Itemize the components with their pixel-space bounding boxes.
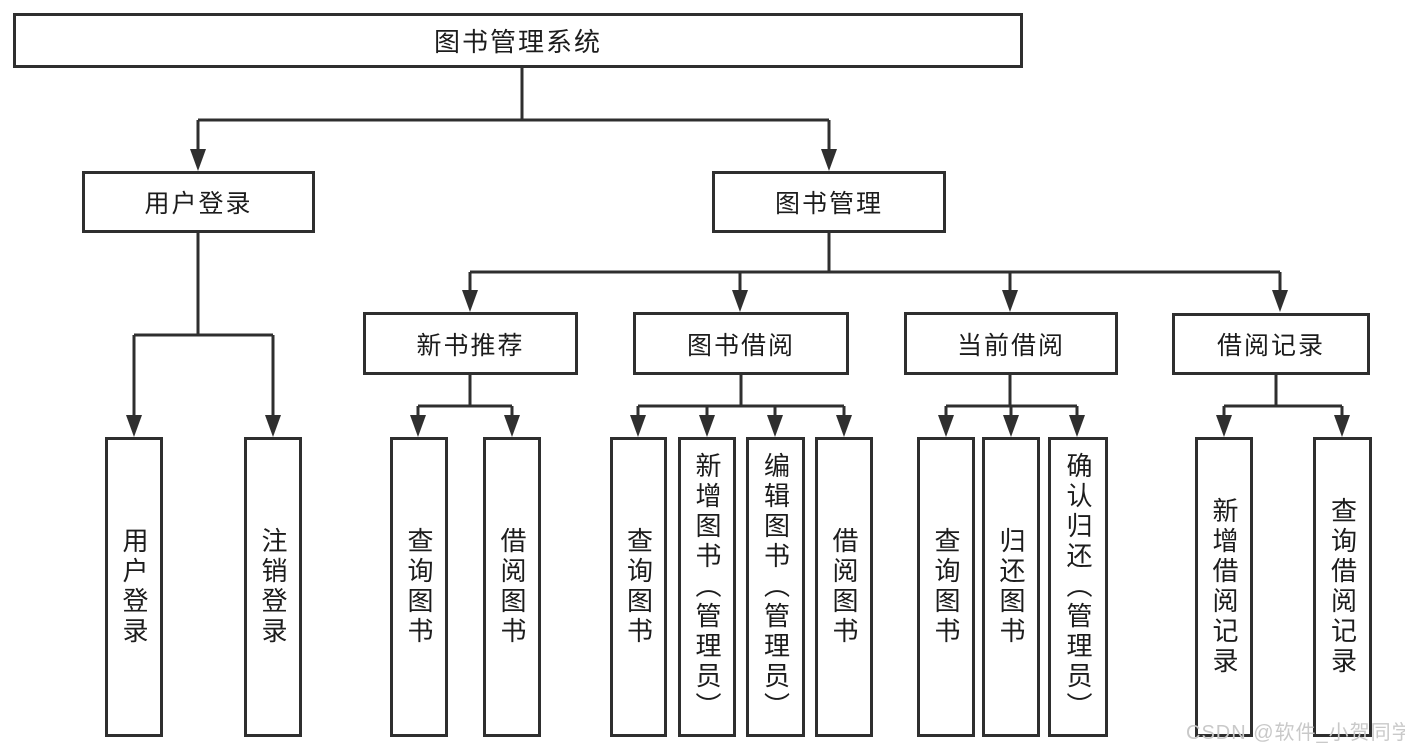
node-label: 确认归还（管理员） [1063, 452, 1093, 722]
node-confirm-return-admin: 确认归还（管理员） [1048, 437, 1108, 737]
node-label: 图书借阅 [686, 331, 795, 360]
node-borrowing-borrow-books: 借阅图书 [815, 437, 873, 737]
node-recommend-query-books: 查询图书 [390, 437, 448, 737]
node-recommend-borrow-books: 借阅图书 [483, 437, 541, 737]
node-label: 图书管理系统 [433, 27, 602, 57]
node-label: 查询图书 [931, 527, 961, 647]
node-edit-books-admin: 编辑图书（管理员） [746, 437, 805, 737]
node-label: 编辑图书（管理员） [760, 452, 791, 722]
node-borrowing-records: 借阅记录 [1172, 313, 1370, 375]
node-label: 借阅图书 [829, 527, 859, 647]
node-add-books-admin: 新增图书（管理员） [678, 437, 736, 737]
node-label: 查询图书 [623, 527, 654, 647]
node-label: 新书推荐 [416, 331, 525, 360]
node-current-query-books: 查询图书 [917, 437, 975, 737]
node-label: 借阅记录 [1216, 332, 1325, 360]
node-label: 用户登录 [144, 190, 253, 218]
node-label: 新增图书（管理员） [692, 452, 722, 722]
node-return-books: 归还图书 [982, 437, 1040, 737]
node-label: 查询借阅记录 [1327, 497, 1358, 677]
node-label: 注销登录 [258, 527, 288, 647]
node-label: 归还图书 [996, 527, 1026, 647]
node-book-management: 图书管理 [712, 171, 946, 233]
node-label: 用户登录 [119, 527, 149, 647]
node-label: 图书管理 [774, 190, 883, 218]
node-book-borrowing: 图书借阅 [633, 312, 849, 375]
node-query-borrow-record: 查询借阅记录 [1313, 437, 1372, 737]
node-new-book-recommend: 新书推荐 [363, 312, 578, 375]
csdn-watermark: CSDN @软件_小贺同学 [1186, 722, 1405, 744]
node-label: 当前借阅 [956, 331, 1065, 360]
node-label: 查询图书 [404, 527, 434, 647]
node-user-login-leaf: 用户登录 [105, 437, 163, 737]
node-library-management-system: 图书管理系统 [13, 13, 1023, 68]
node-current-borrowing: 当前借阅 [904, 312, 1118, 375]
node-label: 新增借阅记录 [1209, 497, 1239, 677]
node-user-login: 用户登录 [82, 171, 315, 233]
node-borrowing-query-books: 查询图书 [610, 437, 667, 737]
node-logout: 注销登录 [244, 437, 302, 737]
node-add-borrow-record: 新增借阅记录 [1195, 437, 1253, 737]
node-label: 借阅图书 [497, 527, 527, 647]
